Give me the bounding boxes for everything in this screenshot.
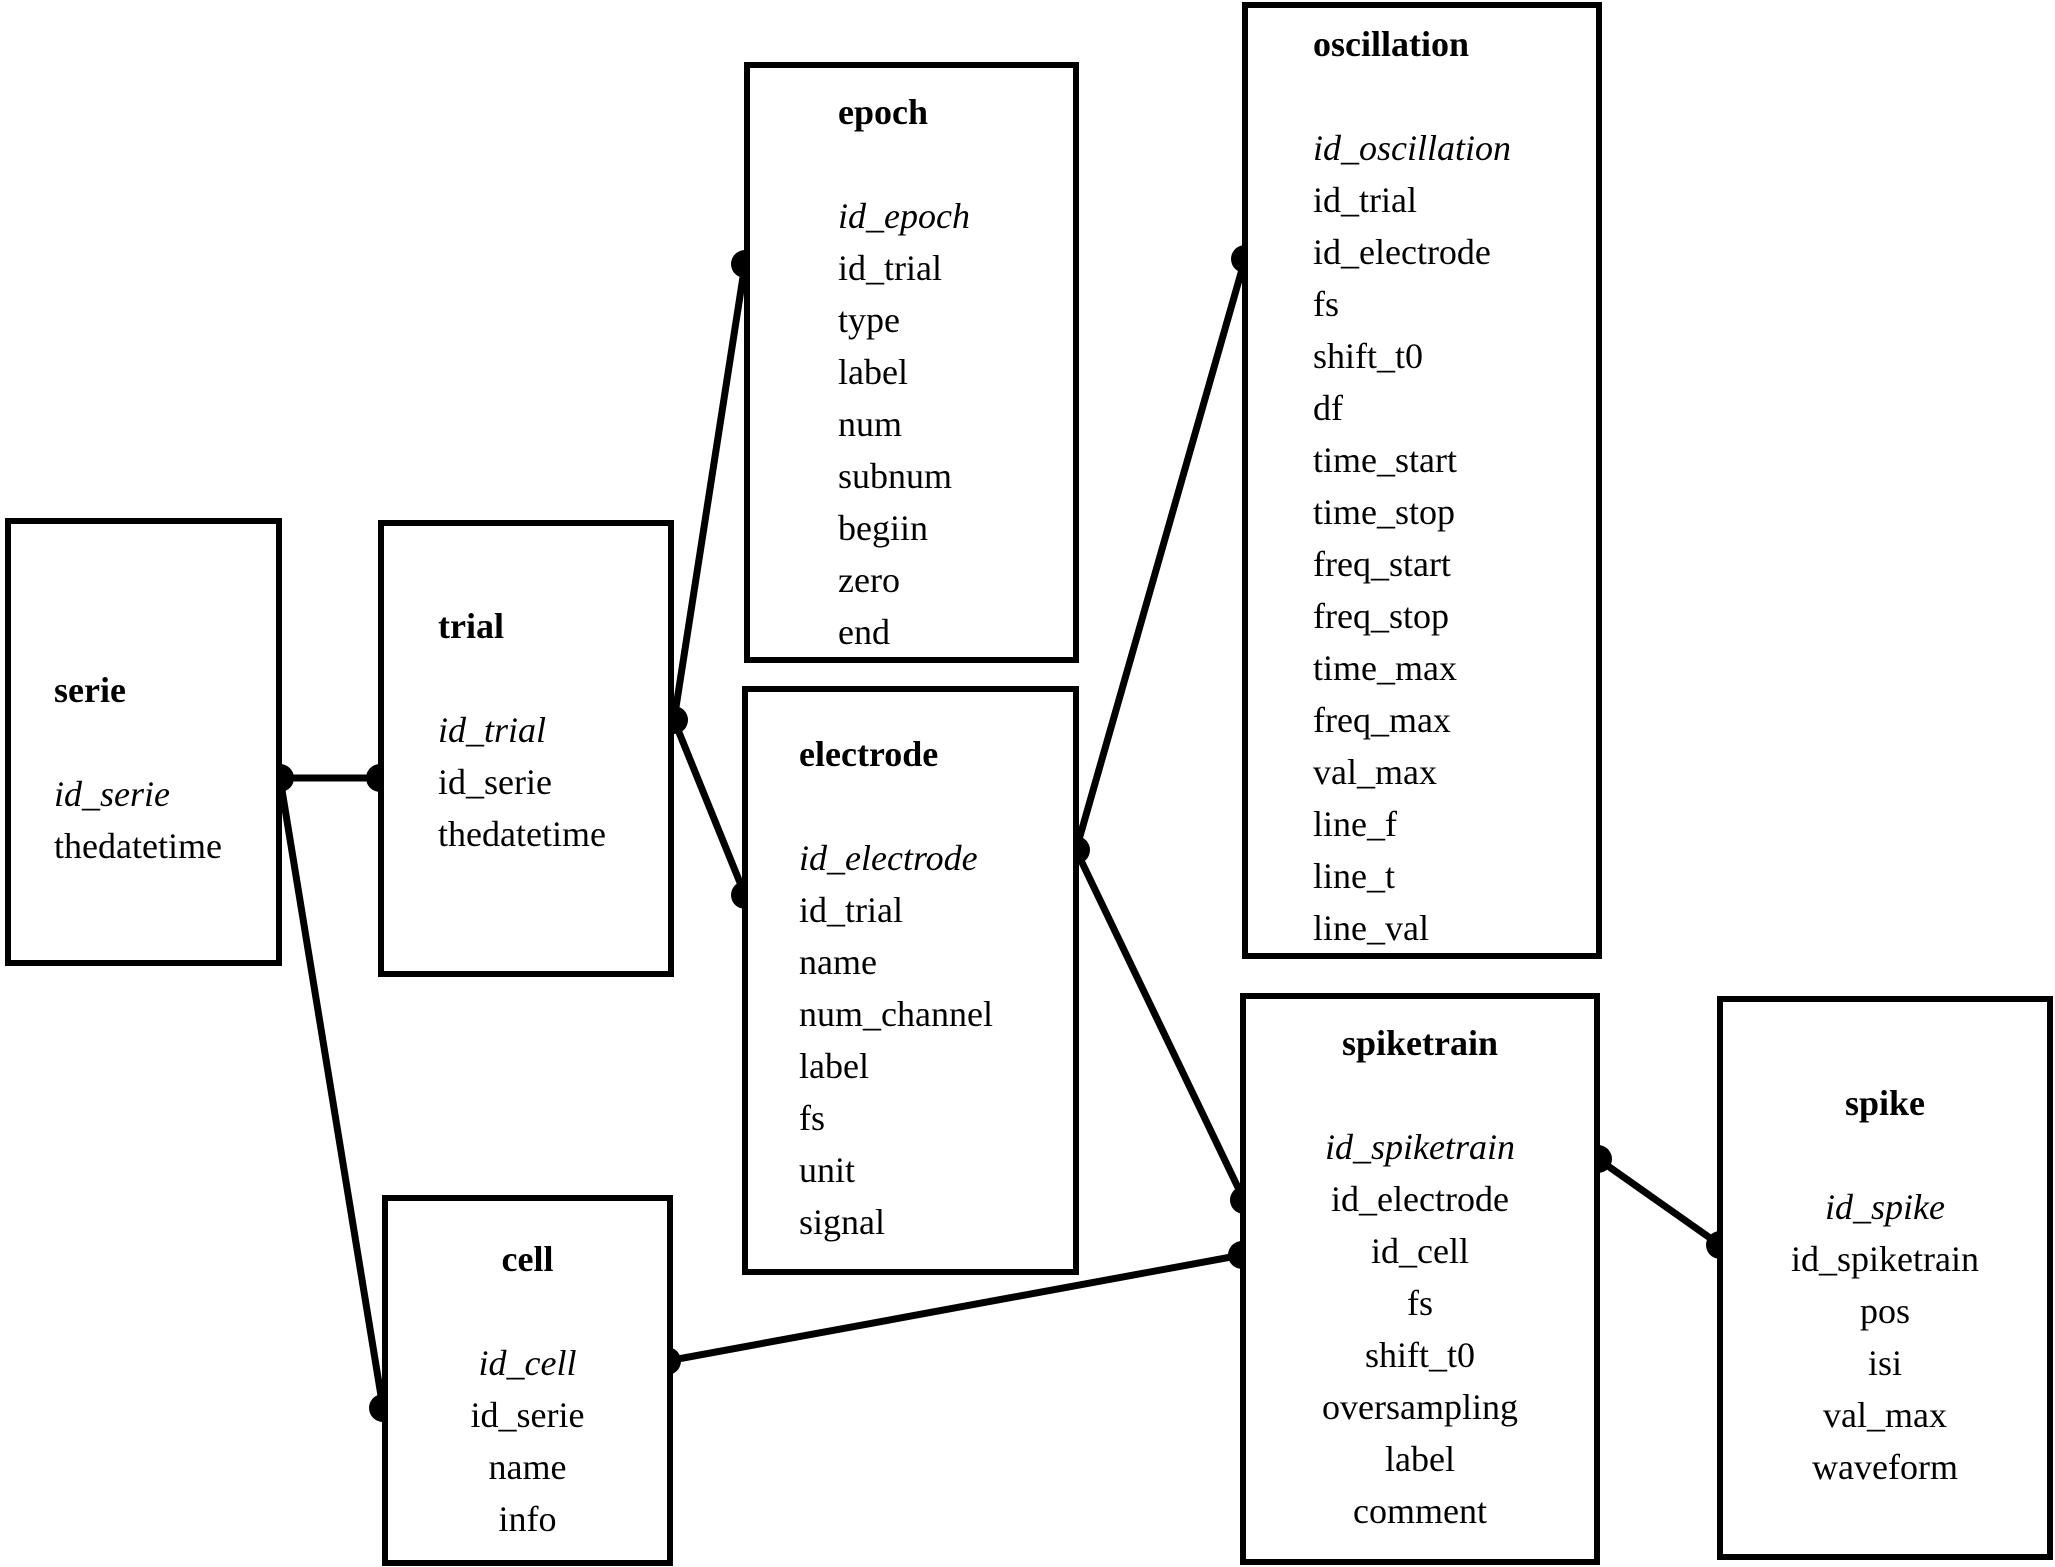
field: freq_start [1313,544,1451,584]
field-primary-key: id_electrode [799,838,978,878]
field: id_cell [1371,1231,1469,1271]
field: name [488,1447,567,1487]
field-primary-key: id_trial [438,710,547,750]
field: name [799,942,877,982]
link-trial-electrode [670,716,749,899]
field: shift_t0 [1364,1335,1475,1375]
field: fs [799,1098,825,1138]
field: subnum [838,456,953,496]
field: begiin [838,508,928,548]
field: fs [1407,1283,1433,1323]
table-title: trial [438,606,504,646]
table-serie: serie id_serie thedatetime [5,518,282,966]
field: line_t [1313,856,1395,896]
field: id_trial [838,248,942,288]
table-spike: spike id_spike id_spiketrain pos isi val… [1717,996,2053,1560]
field: line_f [1313,804,1397,844]
link-spiketrain-spike [1594,1155,1724,1249]
field: label [1385,1439,1455,1479]
table-title: spiketrain [1341,1023,1499,1063]
field: num [838,404,903,444]
field: zero [838,560,900,600]
field: num_channel [799,994,993,1034]
field: freq_max [1313,700,1451,740]
table-epoch: epoch id_epoch id_trial type label num s… [744,62,1079,663]
field: id_trial [1313,180,1417,220]
field-primary-key: id_oscillation [1313,128,1511,168]
field: end [838,612,890,652]
table-spiketrain: spiketrain id_spiketrain id_electrode id… [1240,993,1600,1565]
field-primary-key: id_spiketrain [1325,1127,1515,1167]
field-primary-key: id_cell [478,1343,577,1383]
field: val_max [1313,752,1437,792]
table-title: oscillation [1313,24,1470,64]
field: shift_t0 [1313,336,1424,376]
field: freq_stop [1313,596,1449,636]
field: time_start [1313,440,1457,480]
field: id_trial [799,890,903,930]
table-title: serie [54,670,126,710]
field: time_stop [1313,492,1455,532]
field: type [838,300,900,340]
field: unit [799,1150,856,1190]
field: time_max [1313,648,1457,688]
table-trial: trial id_trial id_serie thedatetime [378,520,674,977]
field: df [1313,388,1343,428]
link-serie-cell [276,774,387,1412]
field-primary-key: id_epoch [838,196,970,236]
field-primary-key: id_serie [54,774,170,814]
field: line_val [1313,908,1429,948]
field-primary-key: id_spike [1825,1187,1945,1227]
table-title: cell [501,1239,554,1279]
field: id_serie [470,1395,585,1435]
link-trial-epoch [670,260,749,724]
field: fs [1313,284,1339,324]
field: id_serie [438,762,552,802]
field: label [799,1046,869,1086]
field: comment [1353,1491,1487,1531]
field: val_max [1823,1395,1947,1435]
table-title: spike [1844,1083,1926,1123]
link-cell-spiketrain [663,1251,1246,1365]
field: info [498,1499,557,1539]
link-electrode-oscillation [1072,255,1249,854]
field: id_spiketrain [1791,1239,1979,1279]
table-oscillation: oscillation id_oscillation id_trial id_e… [1242,2,1602,959]
field: id_electrode [1331,1179,1509,1219]
table-electrode: electrode id_electrode id_trial name num… [742,686,1079,1275]
field: thedatetime [438,814,606,854]
field: pos [1859,1291,1910,1331]
field: waveform [1812,1447,1958,1487]
table-title: electrode [799,734,939,774]
link-electrode-spiketrain [1072,846,1248,1204]
field: isi [1867,1343,1902,1383]
field: thedatetime [54,826,222,866]
field: label [838,352,908,392]
table-title: epoch [838,92,928,132]
field: oversampling [1322,1387,1518,1427]
field: id_electrode [1313,232,1491,272]
table-cell: cell id_cell id_serie name info [382,1195,673,1566]
field: signal [799,1202,885,1242]
